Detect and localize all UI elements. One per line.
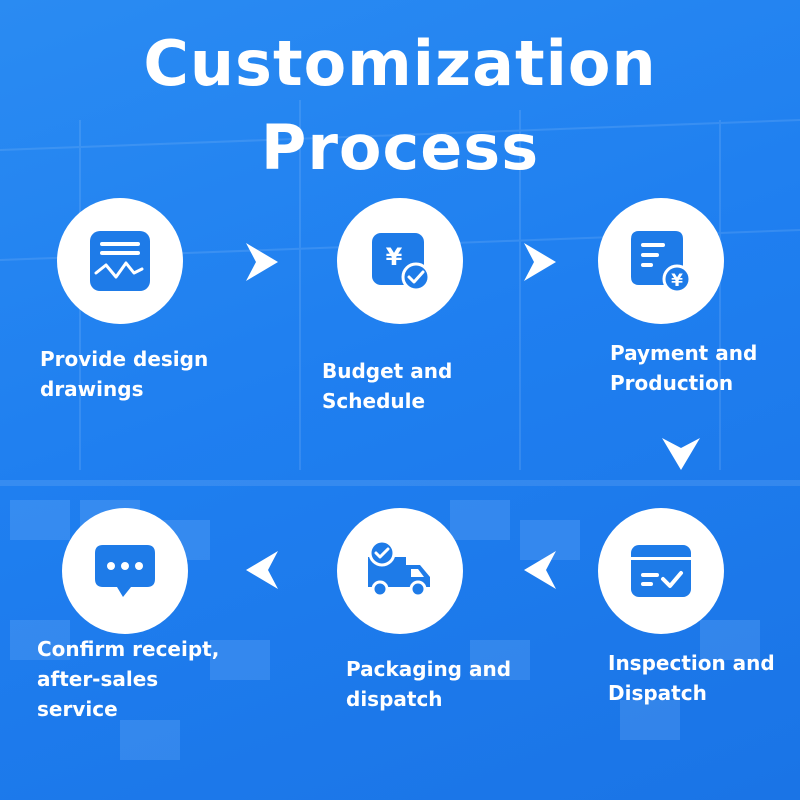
- step-3-circle: ¥: [598, 198, 724, 324]
- delivery-truck-icon: [368, 539, 430, 598]
- chat-bubble-icon: [95, 545, 155, 597]
- arrow-down-icon: [660, 436, 702, 472]
- step-3-label: Payment and Production: [610, 341, 758, 395]
- svg-text:¥: ¥: [386, 243, 403, 271]
- svg-text:¥: ¥: [671, 271, 683, 291]
- step-5-label: Packaging and dispatch: [346, 657, 512, 711]
- arrow-right-icon: [522, 241, 558, 283]
- title-line-2: Process: [260, 111, 540, 184]
- design-drawing-icon: [90, 231, 150, 291]
- arrow-left-icon: [522, 549, 558, 591]
- step-4-circle: [598, 508, 724, 634]
- step-2-circle: ¥: [337, 198, 463, 324]
- title-line-1: Customization: [143, 27, 657, 100]
- step-2-label: Budget and Schedule: [322, 359, 453, 413]
- arrow-right-icon: [244, 241, 280, 283]
- step-6-circle: [62, 508, 188, 634]
- page-title: Customization Process: [0, 22, 800, 190]
- step-4-label: Inspection and Dispatch: [608, 651, 775, 705]
- arrow-left-icon: [244, 549, 280, 591]
- step-6-label: Confirm receipt, after-sales service: [37, 637, 220, 721]
- step-5-circle: [337, 508, 463, 634]
- inspection-box-icon: [631, 545, 691, 597]
- step-1-label: Provide design drawings: [40, 347, 209, 401]
- payment-document-icon: ¥: [631, 231, 692, 294]
- yen-check-icon: ¥: [372, 233, 431, 292]
- step-1-circle: [57, 198, 183, 324]
